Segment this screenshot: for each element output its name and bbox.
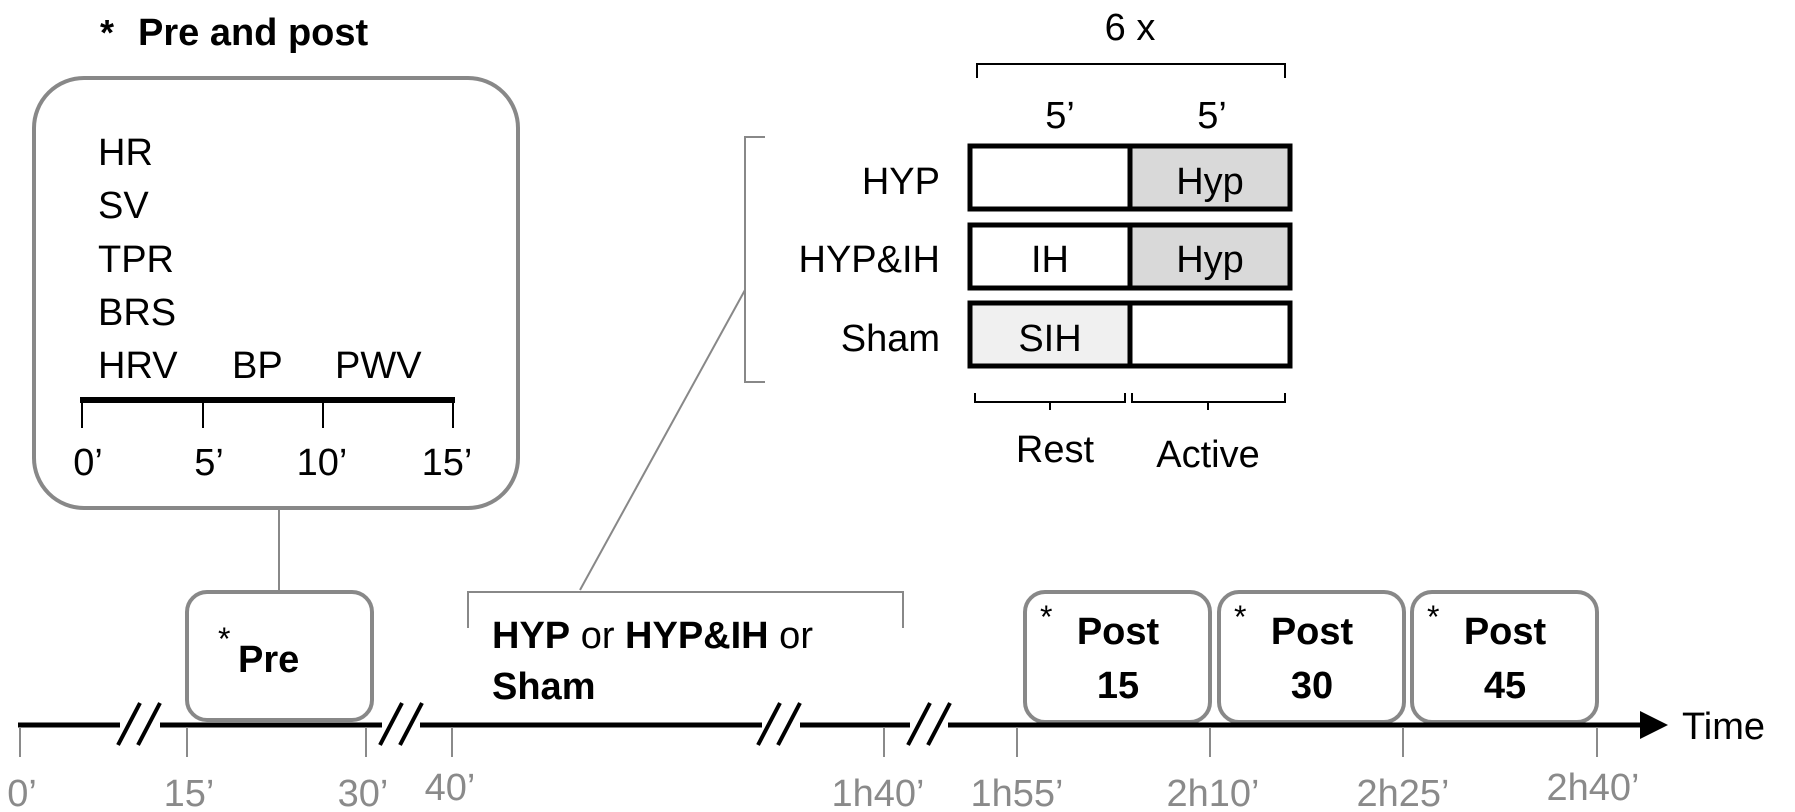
pre-post-title: Pre and post	[138, 12, 368, 54]
row-label-hyp: HYP	[862, 161, 940, 203]
hyp-ih-active-label: Hyp	[1176, 239, 1244, 281]
timeline: * Pre HYP or HYP&IH or Sham * Post 15 * …	[7, 590, 1765, 812]
tick-label-0: 0’	[7, 773, 37, 812]
pre-post-title-star: *	[100, 12, 114, 53]
hyp-ih-rest-cell	[967, 222, 1133, 291]
measure-hrv: HRV	[98, 345, 178, 387]
pre-post-tick-label-0: 0’	[73, 442, 103, 484]
active-duration-label: 5’	[1197, 95, 1227, 137]
post-45-star: *	[1427, 599, 1439, 635]
protocol-panel: 6 x 5’ 5’ HYP Hyp HYP&IH IH Hyp Sham SIH…	[579, 7, 1293, 591]
row-label-hyp-ih: HYP&IH	[799, 239, 940, 281]
sham-rest-cell	[967, 300, 1133, 369]
tick-label-15: 15’	[164, 773, 215, 812]
post-45-line1: Post	[1464, 611, 1547, 653]
post-30-box	[1217, 590, 1406, 724]
hyp-active-label: Hyp	[1176, 161, 1244, 203]
post-30-star: *	[1234, 599, 1246, 635]
measure-sv: SV	[98, 185, 149, 227]
tick-label-30: 30’	[338, 773, 389, 812]
tick-label-40: 40’	[425, 767, 476, 809]
hyp-ih-rest-label: IH	[1031, 239, 1069, 281]
group-bracket	[744, 136, 765, 383]
post-15-box	[1023, 590, 1212, 724]
sham-rest-label: SIH	[1018, 318, 1081, 360]
intervention-or-1: or	[570, 615, 625, 657]
post-15-star: *	[1040, 599, 1052, 635]
post-15-line2: 15	[1097, 665, 1139, 707]
hyp-active-cell	[1127, 143, 1293, 212]
tick-label-1h55: 1h55’	[971, 773, 1064, 812]
measure-brs: BRS	[98, 292, 176, 334]
post-15-line1: Post	[1077, 611, 1160, 653]
repeat-label: 6 x	[1105, 7, 1156, 49]
pre-post-panel: * Pre and post HR SV TPR BRS HRV BP PWV …	[32, 12, 520, 592]
intervention-hyp-ih: HYP&IH	[625, 615, 769, 657]
axis-break-4	[906, 702, 952, 746]
rest-brace	[974, 393, 1126, 410]
post-45-box	[1410, 590, 1599, 724]
pre-post-tick-label-15: 15’	[422, 442, 473, 484]
pre-star: *	[218, 621, 230, 657]
measure-pwv: PWV	[335, 345, 422, 387]
row-label-sham: Sham	[841, 318, 940, 360]
active-brace	[1131, 393, 1286, 410]
intervention-bracket	[467, 591, 904, 628]
post-30-line1: Post	[1271, 611, 1354, 653]
measure-bp: BP	[232, 345, 283, 387]
zoom-connector-line	[579, 289, 746, 591]
active-label: Active	[1156, 434, 1259, 476]
tick-label-2h25: 2h25’	[1357, 773, 1450, 812]
intervention-sham: Sham	[492, 666, 595, 708]
timeline-arrowhead	[1640, 711, 1668, 739]
pre-post-box	[32, 76, 520, 510]
post-45-line2: 45	[1484, 665, 1526, 707]
rest-duration-label: 5’	[1045, 95, 1075, 137]
hyp-ih-active-cell	[1127, 222, 1293, 291]
timeline-ticks	[19, 727, 1598, 757]
pre-post-tick-label-5: 5’	[194, 442, 224, 484]
measure-hr: HR	[98, 132, 153, 174]
sham-active-cell	[1127, 300, 1293, 369]
axis-break-3	[756, 702, 802, 746]
post-30-line2: 30	[1291, 665, 1333, 707]
intervention-hyp: HYP	[492, 615, 570, 657]
tick-label-1h40: 1h40’	[832, 773, 925, 812]
measure-tpr: TPR	[98, 239, 174, 281]
pre-label: Pre	[238, 639, 299, 681]
rest-label: Rest	[1016, 429, 1095, 471]
pre-post-tick-label-10: 10’	[297, 442, 348, 484]
axis-break-1	[116, 702, 162, 746]
hyp-rest-cell	[967, 143, 1133, 212]
pre-box	[185, 590, 374, 722]
tick-label-2h10: 2h10’	[1167, 773, 1260, 812]
tick-label-2h40: 2h40’	[1547, 767, 1640, 809]
time-axis-label: Time	[1682, 706, 1765, 748]
repeat-brace	[976, 63, 1286, 78]
intervention-or-2: or	[769, 615, 814, 657]
axis-break-2	[378, 702, 424, 746]
intervention-line-1: HYP or HYP&IH or	[492, 615, 813, 657]
